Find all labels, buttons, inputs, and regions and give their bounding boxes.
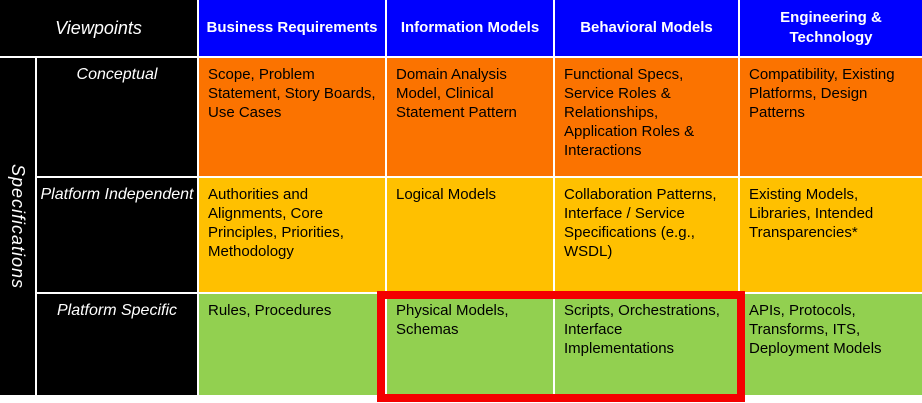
column-header-label: Engineering & Technology	[780, 8, 882, 46]
column-header-label: Information Models	[400, 18, 540, 36]
cell-independent-information-models: Logical Models	[387, 178, 553, 292]
cell-specific-information-models: Physical Models, Schemas	[387, 294, 553, 395]
cell-conceptual-behavioral-models: Functional Specs, Service Roles & Relati…	[555, 58, 738, 176]
column-header-engineering-technology: Engineering & Technology	[740, 0, 922, 56]
cell-specific-business-requirements: Rules, Procedures	[199, 294, 385, 395]
specifications-vertical-label: Specifications	[8, 163, 28, 290]
row-label-text: Platform Specific	[56, 302, 178, 319]
corner-header-viewpoints: Viewpoints	[0, 0, 197, 56]
column-header-business-requirements: Business Requirements	[199, 0, 385, 56]
column-header-label: Behavioral Models	[580, 18, 713, 36]
column-header-information-models: Information Models	[387, 0, 553, 56]
column-header-behavioral-models: Behavioral Models	[555, 0, 738, 56]
cell-independent-business-requirements: Authorities and Alignments, Core Princip…	[199, 178, 385, 292]
column-header-label: Business Requirements	[206, 18, 378, 36]
row-label-platform-independent: Platform Independent	[37, 178, 197, 292]
cell-conceptual-business-requirements: Scope, Problem Statement, Story Boards, …	[199, 58, 385, 176]
cell-specific-behavioral-models: Scripts, Orchestrations, Interface Imple…	[555, 294, 738, 395]
cell-independent-behavioral-models: Collaboration Patterns, Interface / Serv…	[555, 178, 738, 292]
specifications-side-banner: Specifications	[0, 58, 35, 395]
row-label-conceptual: Conceptual	[37, 58, 197, 176]
cell-conceptual-engineering-technology: Compatibility, Existing Platforms, Desig…	[740, 58, 922, 176]
cell-conceptual-information-models: Domain Analysis Model, Clinical Statemen…	[387, 58, 553, 176]
row-label-text: Conceptual	[76, 66, 158, 83]
row-label-platform-specific: Platform Specific	[37, 294, 197, 395]
cell-specific-engineering-technology: APIs, Protocols, Transforms, ITS, Deploy…	[740, 294, 922, 395]
cell-independent-engineering-technology: Existing Models, Libraries, Intended Tra…	[740, 178, 922, 292]
row-label-text: Platform Independent	[40, 186, 194, 203]
corner-header-label: Viewpoints	[55, 17, 142, 38]
